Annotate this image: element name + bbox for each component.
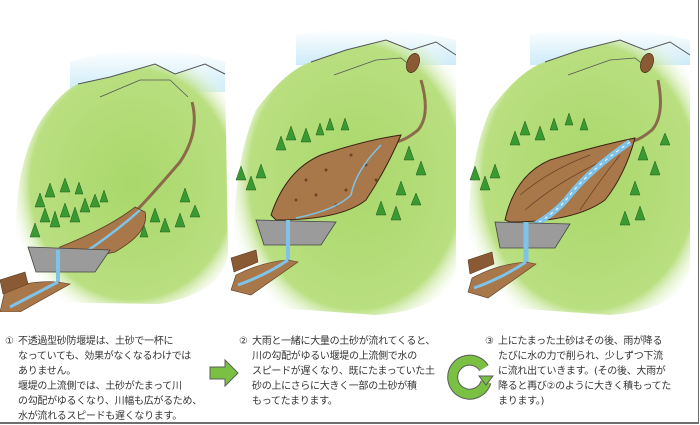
dam-sediment-normal-illustration	[0, 49, 228, 312]
caption-step-2: ② 大雨と一緒に大量の土砂が流れてくると、 川の勾配がゆるい堰堤の上流側で水の …	[239, 334, 439, 409]
illustration-panel-1	[0, 22, 235, 312]
caption-step-3: ③ 上にたまった土砂はその後、雨が降る たびに水の力で削られ、少しずつ下流 に流…	[485, 334, 690, 409]
illustration-panel-3	[460, 30, 695, 320]
step-number-3: ③	[485, 336, 494, 347]
caption-text-2: 大雨と一緒に大量の土砂が流れてくると、 川の勾配がゆるい堰堤の上流側で水の スピ…	[252, 336, 436, 407]
heavy-rain-sediment-illustration	[230, 30, 457, 315]
cycle-arrow-icon	[447, 354, 494, 400]
right-arrow-icon	[209, 358, 239, 388]
caption-step-1: ① 不透過型砂防堰堤は、土砂で一杯に なっていても、効果がなくなるわけでは あり…	[5, 334, 205, 424]
step-number-1: ①	[5, 336, 14, 347]
sediment-erosion-illustration	[467, 30, 691, 315]
step-number-2: ②	[239, 336, 248, 347]
illustration-panel-2	[226, 30, 461, 320]
caption-text-3: 上にたまった土砂はその後、雨が降る たびに水の力で削られ、少しずつ下流 に流れ出…	[498, 336, 672, 407]
caption-text-1: 不透過型砂防堰堤は、土砂で一杯に なっていても、効果がなくなるわけでは ありませ…	[18, 336, 202, 422]
